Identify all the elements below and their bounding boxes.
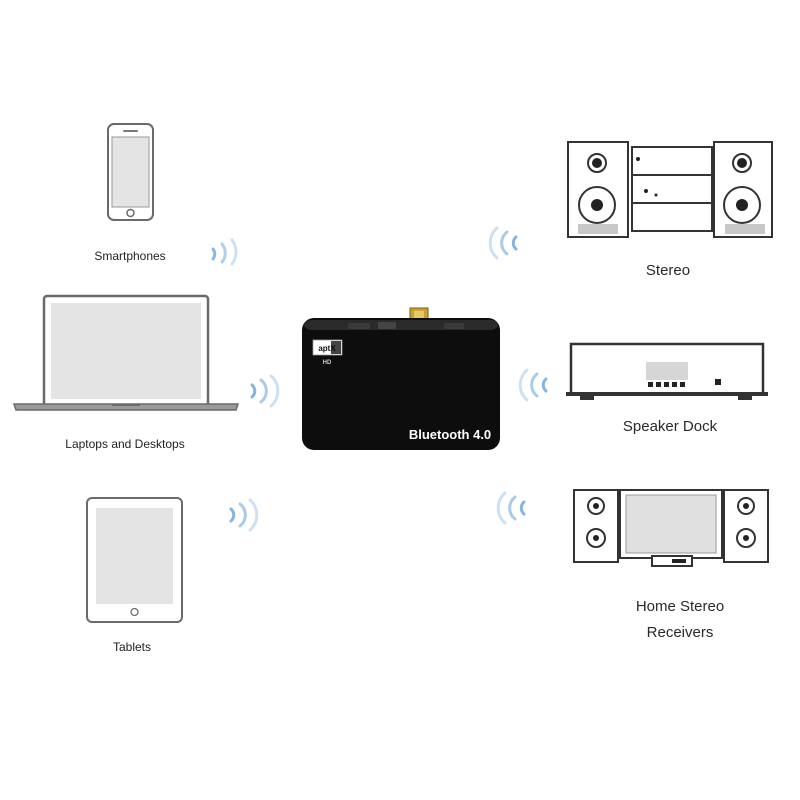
signal-wave-icon (488, 226, 518, 260)
device-model-text: Bluetooth 4.0 (409, 427, 491, 442)
source-label-smartphones: Smartphones (94, 249, 166, 263)
aptx-logo-subtext: HD (323, 360, 332, 366)
output-label-home-stereo: Home Stereo (635, 598, 725, 615)
signal-wave-icon (518, 368, 548, 402)
output-label-speaker-dock: Speaker Dock (622, 418, 718, 435)
source-label-tablets: Tablets (112, 640, 152, 654)
stereo-icon (567, 141, 773, 238)
smartphone-icon (107, 123, 154, 221)
signal-wave-icon (229, 498, 259, 532)
tablet-icon (86, 497, 183, 623)
source-label-laptops: Laptops and Desktops (65, 437, 185, 451)
output-label-stereo: Stereo (645, 262, 691, 279)
home-stereo-icon (573, 489, 769, 567)
signal-wave-icon (496, 491, 526, 525)
signal-wave-icon (250, 374, 280, 408)
output-label-receivers: Receivers (646, 624, 714, 641)
bluetooth-receiver-icon (302, 307, 500, 450)
speaker-dock-icon (566, 342, 768, 400)
laptop-icon (12, 294, 240, 411)
signal-wave-icon (211, 238, 238, 266)
aptx-logo-text: aptX (318, 344, 336, 353)
